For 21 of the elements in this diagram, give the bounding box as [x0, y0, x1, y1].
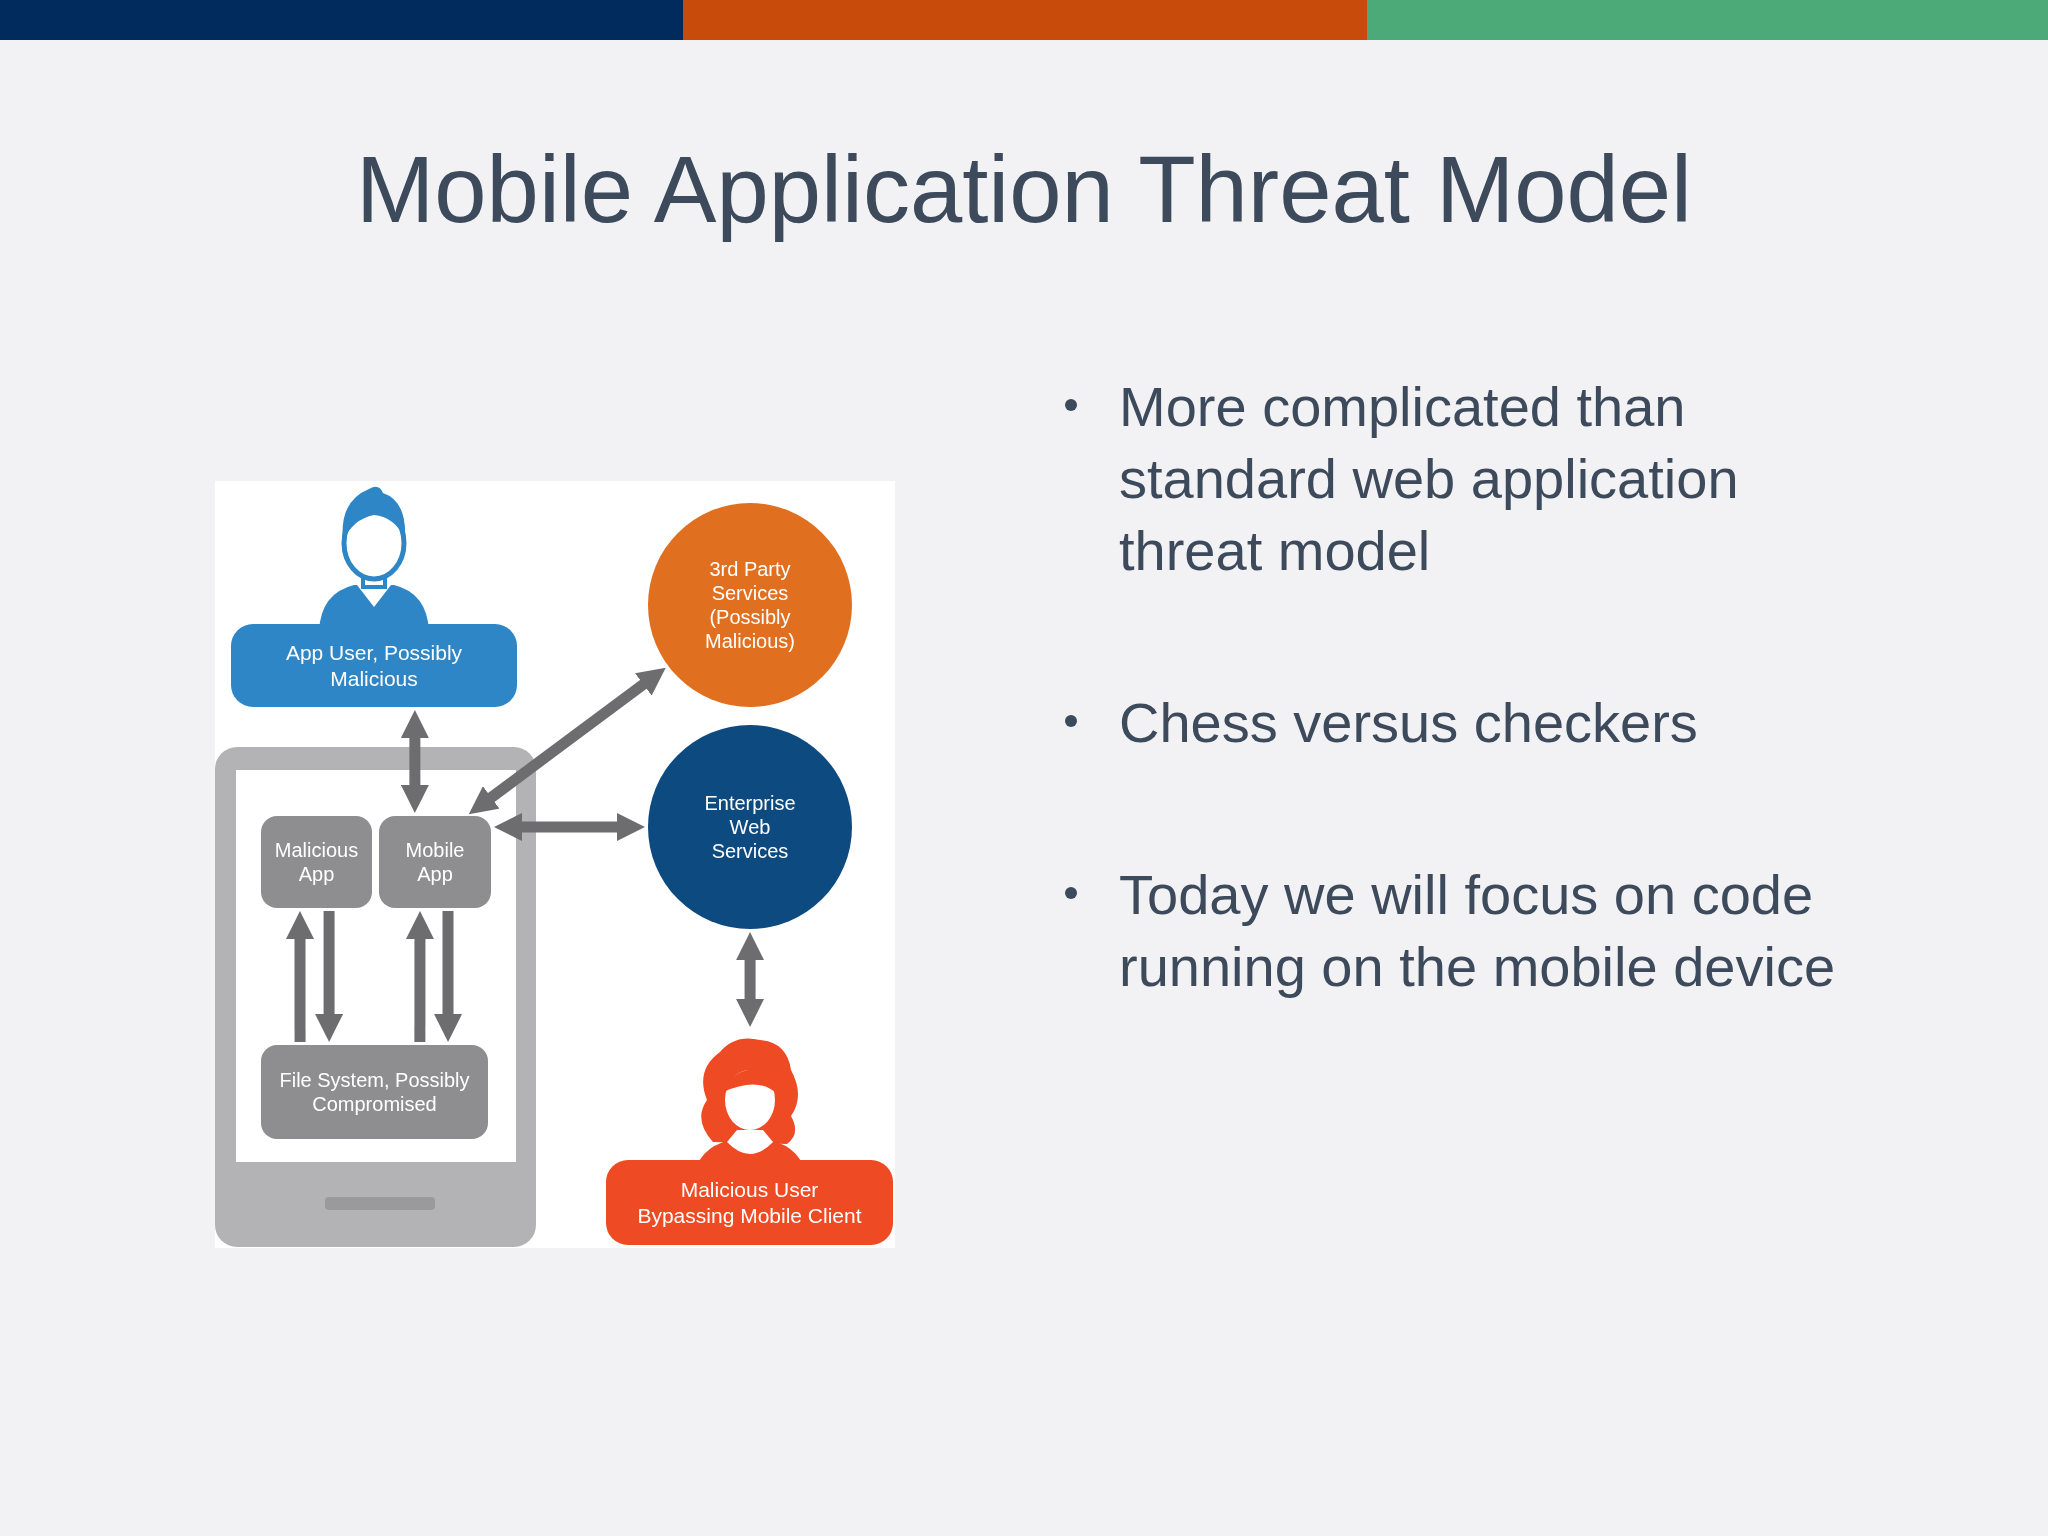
node-label: Enterprise Web Services [703, 791, 797, 863]
bullet-text: More complicated than standard web application threat model [1119, 374, 1740, 584]
component-box [261, 816, 372, 908]
component-box [379, 816, 491, 908]
double-arrow [468, 667, 666, 815]
double-arrow [494, 813, 645, 842]
node-label: File System, Possibly Compromised [278, 1068, 471, 1116]
slide-title: Mobile Application Threat Model [355, 136, 1693, 244]
double-arrow [400, 710, 429, 813]
component-box [261, 1045, 488, 1139]
node-label: Mobile App [404, 838, 466, 886]
bullet-text: Today we will focus on code running on the mobile device [1119, 862, 1837, 1000]
arrow [434, 911, 463, 1042]
node-label: Malicious App [273, 838, 360, 886]
arrow [405, 911, 434, 1042]
double-arrow [736, 932, 765, 1027]
phone-drawing [215, 747, 536, 1247]
bullet-text: Chess versus checkers [1119, 690, 1699, 756]
node-label: 3rd Party Services (Possibly Malicious) [704, 557, 796, 653]
arrow [315, 911, 344, 1042]
arrow [286, 911, 314, 1042]
